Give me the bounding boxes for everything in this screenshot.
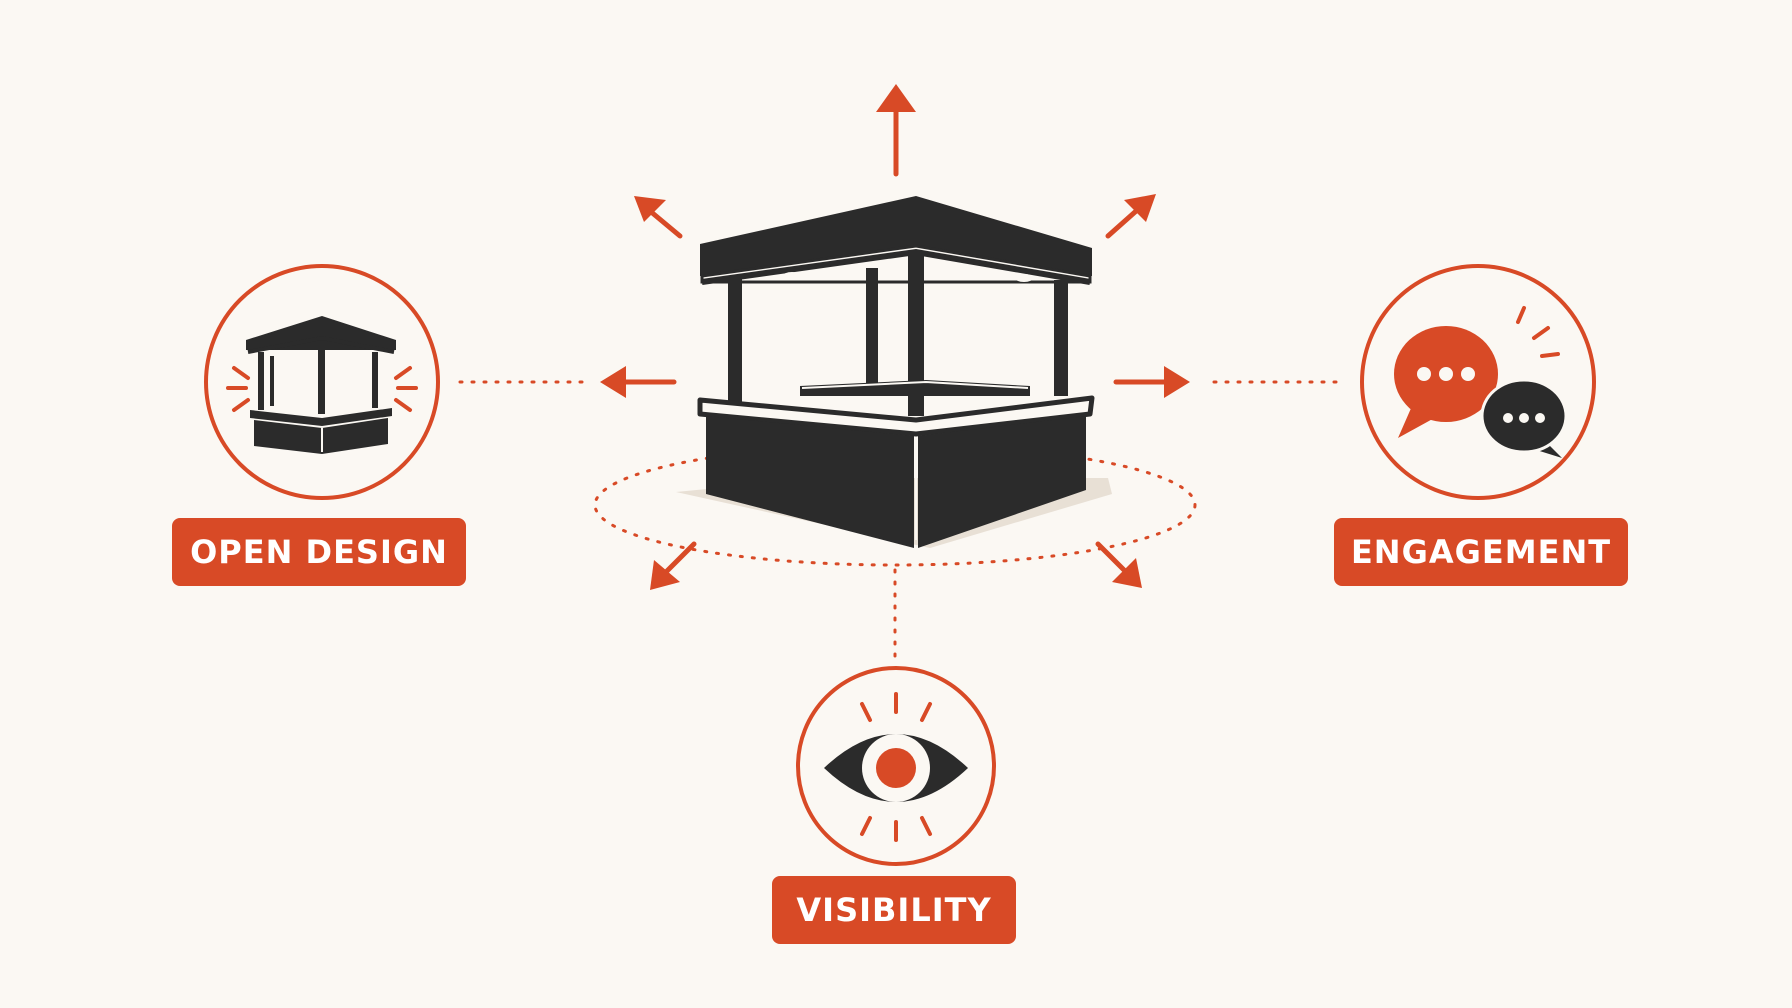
arrow-up-right-icon (1105, 194, 1156, 239)
eye-icon (824, 734, 968, 802)
booth-ring (593, 443, 1197, 567)
kiosk-icon (246, 316, 396, 454)
engagement-label: ENGAGEMENT (1334, 518, 1628, 586)
arrow-down-right-icon (1095, 541, 1142, 588)
arrow-down-left-icon (650, 541, 697, 590)
kiosk-booth-icon (697, 196, 1095, 548)
visibility-label: VISIBILITY (772, 876, 1016, 944)
visibility-circle (796, 666, 996, 866)
engagement-circle (1360, 264, 1596, 500)
chat-bubbles-icon (1394, 326, 1568, 458)
arrows (600, 84, 1190, 590)
arrow-up-icon (876, 84, 916, 177)
arrow-left-icon (600, 366, 677, 398)
open-design-label: OPEN DESIGN (172, 518, 466, 586)
eye-rays (860, 692, 932, 842)
sparkle-lines-right (1516, 306, 1560, 358)
arrow-up-left-icon (634, 196, 683, 239)
arrow-right-icon (1113, 366, 1190, 398)
sparkle-lines-left (226, 366, 418, 412)
open-design-circle (204, 264, 440, 500)
